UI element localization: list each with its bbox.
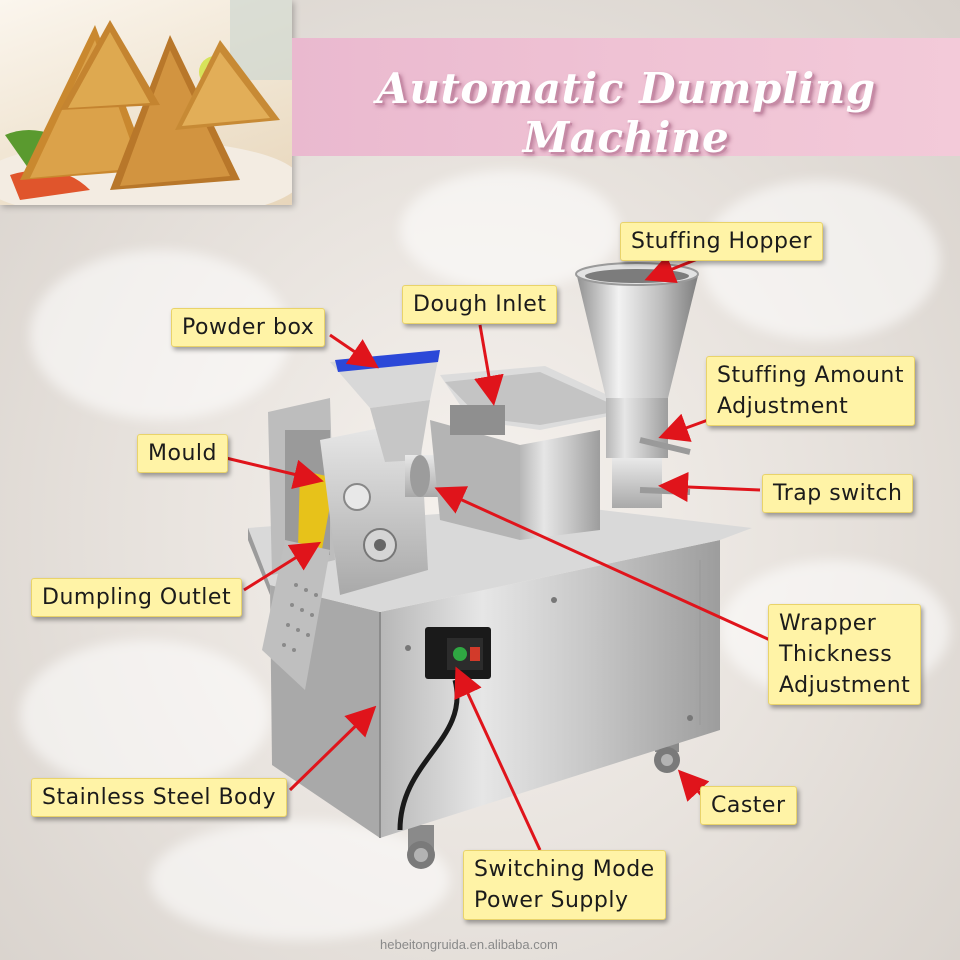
stuffing-hopper-cone bbox=[576, 272, 698, 398]
outlet-chute bbox=[262, 540, 330, 690]
label-dough-inlet: Dough Inlet bbox=[402, 285, 558, 324]
label-wrapper-thickness-adjustment: Wrapper Thickness Adjustment bbox=[768, 604, 922, 705]
background-dumpling bbox=[20, 640, 270, 790]
label-mould: Mould bbox=[137, 434, 228, 473]
background-dumpling bbox=[150, 820, 450, 940]
watermark: hebeitongruida.en.alibaba.com bbox=[380, 937, 558, 952]
label-switching-mode-power-supply: Switching Mode Power Supply bbox=[463, 850, 666, 920]
label-dumpling-outlet: Dumpling Outlet bbox=[31, 578, 243, 617]
label-stainless-steel-body: Stainless Steel Body bbox=[31, 778, 287, 817]
samosa-photo bbox=[0, 0, 292, 205]
label-powder-box: Powder box bbox=[171, 308, 326, 347]
yellow-mould bbox=[298, 470, 335, 560]
label-caster: Caster bbox=[700, 786, 797, 825]
callout-arrows bbox=[225, 250, 771, 851]
label-trap-switch: Trap switch bbox=[762, 474, 914, 513]
label-stuffing-hopper: Stuffing Hopper bbox=[620, 222, 824, 261]
label-stuffing-amount-adjustment: Stuffing Amount Adjustment bbox=[706, 356, 915, 426]
page-title: Automatic Dumpling Machine bbox=[376, 64, 876, 162]
title-banner: Automatic Dumpling Machine bbox=[292, 38, 960, 162]
